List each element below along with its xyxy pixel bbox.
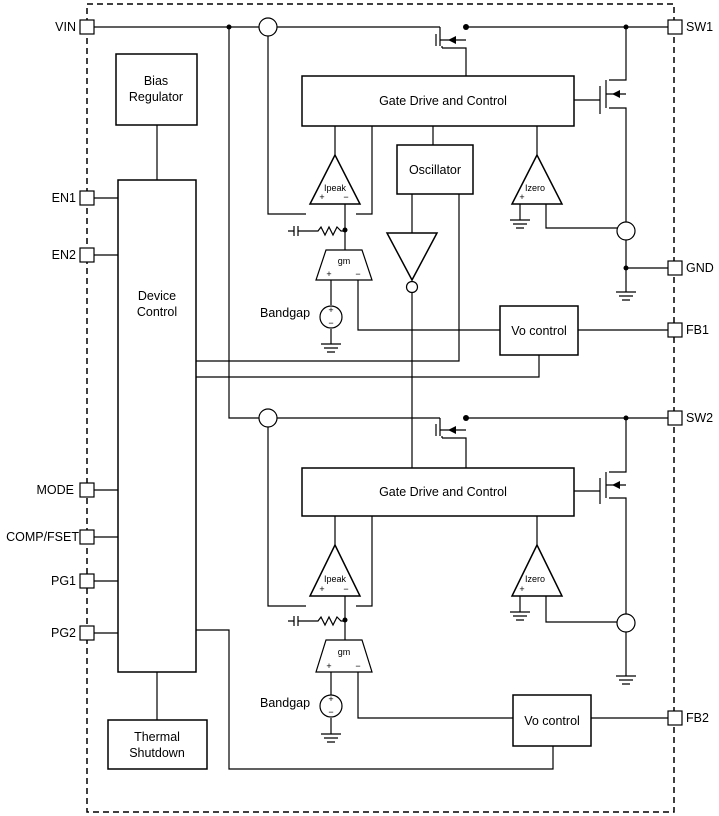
svg-text:Izero: Izero	[525, 183, 545, 193]
svg-text:+: +	[319, 192, 324, 202]
svg-text:Vo control: Vo control	[511, 324, 567, 338]
pin-fb2: FB2	[667, 710, 709, 726]
inverter-buffer	[385, 232, 439, 294]
svg-text:Ipeak: Ipeak	[324, 574, 347, 584]
svg-text:Bias: Bias	[144, 74, 168, 88]
gate-drive-block-2: Gate Drive and Control	[301, 467, 575, 517]
svg-text:Ipeak: Ipeak	[324, 183, 347, 193]
izero-comparator-2: Izero +	[510, 543, 564, 597]
rc-network-1	[288, 225, 345, 237]
pin-pg2: PG2	[51, 625, 95, 641]
vo-control-block-1: Vo control	[499, 305, 579, 356]
svg-text:−: −	[328, 318, 333, 328]
svg-text:SW2: SW2	[686, 411, 713, 425]
bandgap-label-1: Bandgap	[260, 306, 310, 320]
package-outline	[86, 3, 675, 813]
svg-text:PG1: PG1	[51, 574, 76, 588]
rc-network-2	[288, 615, 345, 627]
svg-text:+: +	[328, 305, 333, 315]
svg-text:EN2: EN2	[52, 248, 76, 262]
svg-text:−: −	[355, 269, 360, 279]
svg-text:FB2: FB2	[686, 711, 709, 725]
pin-en1: EN1	[52, 190, 95, 206]
svg-text:SW1: SW1	[686, 20, 713, 34]
thermal-shutdown-block: Thermal Shutdown	[107, 719, 208, 770]
gm-amplifier-1: gm + −	[315, 249, 373, 281]
svg-text:Gate Drive and Control: Gate Drive and Control	[379, 485, 507, 499]
bandgap-source-1: + −	[319, 305, 343, 329]
device-control-block: Device Control	[117, 179, 197, 673]
svg-text:Control: Control	[137, 305, 177, 319]
gate-drive-block-1: Gate Drive and Control	[301, 75, 575, 127]
vo-control-block-2: Vo control	[512, 694, 592, 747]
pmos-transistor-2	[435, 418, 466, 436]
svg-text:PG2: PG2	[51, 626, 76, 640]
svg-text:GND: GND	[686, 261, 714, 275]
izero-comparator-1: Izero +	[510, 153, 564, 205]
svg-text:Regulator: Regulator	[129, 90, 183, 104]
ipeak-comparator-2: Ipeak + −	[308, 543, 362, 597]
current-sense-circles	[258, 17, 636, 633]
svg-text:Oscillator: Oscillator	[409, 163, 461, 177]
svg-text:VIN: VIN	[55, 20, 76, 34]
wires	[94, 26, 668, 770]
pin-en2: EN2	[52, 247, 95, 263]
svg-text:MODE: MODE	[37, 483, 75, 497]
svg-text:EN1: EN1	[52, 191, 76, 205]
svg-text:−: −	[343, 192, 348, 202]
svg-text:+: +	[319, 584, 324, 594]
svg-text:+: +	[519, 584, 524, 594]
nmos-transistor-2	[599, 472, 626, 504]
pin-sw1: SW1	[667, 19, 713, 35]
svg-text:Shutdown: Shutdown	[129, 746, 185, 760]
bandgap-source-2: + −	[319, 694, 343, 718]
pin-pg1: PG1	[51, 573, 95, 589]
gm-amplifier-2: gm + −	[315, 639, 373, 673]
svg-text:−: −	[328, 707, 333, 717]
svg-text:+: +	[519, 192, 524, 202]
pin-fb1: FB1	[667, 322, 709, 338]
svg-text:COMP/FSET: COMP/FSET	[6, 530, 79, 544]
pmos-transistor-1	[435, 27, 466, 46]
svg-text:gm: gm	[338, 647, 351, 657]
ground-symbols	[321, 219, 636, 743]
svg-text:+: +	[326, 661, 331, 671]
pin-vin: VIN	[55, 19, 95, 35]
junction-dots	[226, 24, 629, 623]
svg-text:Thermal: Thermal	[134, 730, 180, 744]
nmos-transistor-1	[599, 80, 626, 114]
svg-text:FB1: FB1	[686, 323, 709, 337]
oscillator-block: Oscillator	[396, 144, 474, 195]
svg-text:−: −	[355, 661, 360, 671]
svg-text:Izero: Izero	[525, 574, 545, 584]
bias-regulator-block: Bias Regulator	[115, 53, 198, 126]
svg-text:Device: Device	[138, 289, 176, 303]
pin-comp-fset: COMP/FSET	[6, 529, 95, 545]
svg-text:Vo control: Vo control	[524, 714, 580, 728]
pin-sw2: SW2	[667, 410, 713, 426]
svg-text:−: −	[343, 584, 348, 594]
pin-mode: MODE	[37, 482, 95, 498]
svg-text:Gate Drive and Control: Gate Drive and Control	[379, 94, 507, 108]
ipeak-comparator-1: Ipeak + −	[308, 153, 362, 205]
svg-text:gm: gm	[338, 256, 351, 266]
pin-gnd: GND	[667, 260, 714, 276]
svg-text:+: +	[328, 694, 333, 704]
svg-text:+: +	[326, 269, 331, 279]
bandgap-label-2: Bandgap	[260, 696, 310, 710]
